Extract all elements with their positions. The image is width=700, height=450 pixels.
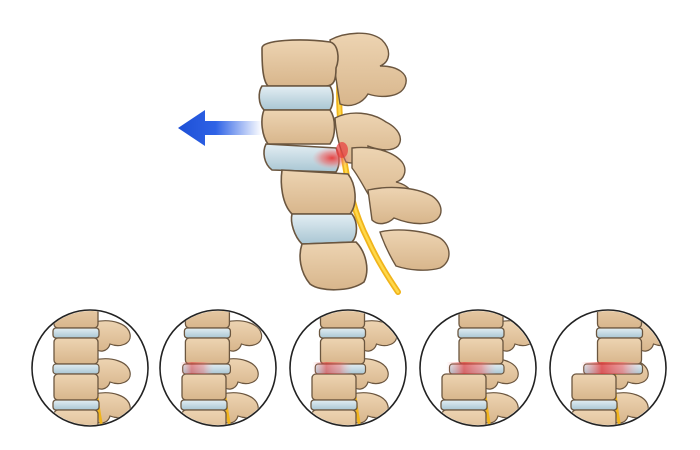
stage-circle [289,309,407,427]
inflammation-band [312,362,353,374]
inflammation-band [179,362,214,374]
main-spine [178,32,450,295]
stage-circle [549,309,667,427]
stage-circle [31,309,149,427]
arrow-left-icon [178,110,262,146]
stages-row [31,309,667,427]
vertebral-bodies [258,39,368,291]
inflammation-band [446,362,497,374]
stage-circle [159,309,277,427]
posterior-elements [329,32,450,271]
inflammation-band [580,362,641,374]
stage-circle [419,309,537,427]
